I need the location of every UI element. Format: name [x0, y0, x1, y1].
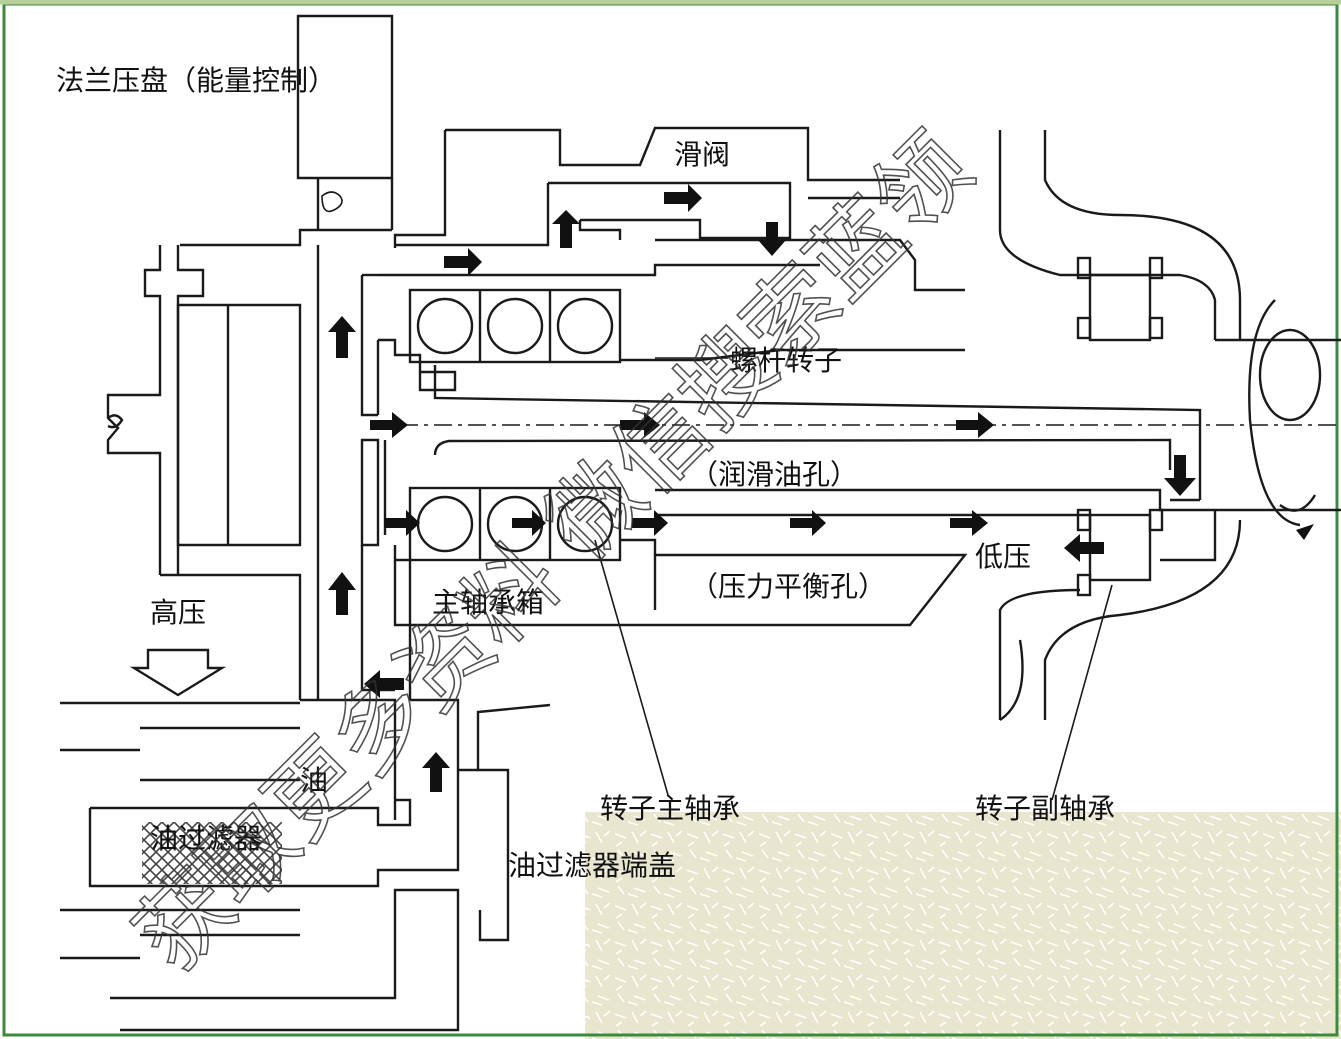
label-low-pressure: 低压: [975, 540, 1031, 573]
label-oil: 油: [300, 764, 328, 797]
leader-lines: [594, 357, 1113, 801]
oil-sump: [60, 648, 551, 1032]
label-high-pressure: 高压: [150, 596, 206, 629]
left-end-housing: [106, 245, 302, 700]
rotor-end-cylinder: [999, 299, 1322, 721]
label-lube-hole: （润滑油孔）: [690, 458, 858, 491]
label-bearing-box: 主轴承箱: [432, 586, 544, 619]
label-rotor-aux-bearing: 转子副轴承: [975, 792, 1115, 825]
slide-valve-housing: [393, 126, 965, 292]
label-balance-hole: （压力平衡孔）: [690, 570, 886, 603]
bearing-box: [393, 538, 968, 627]
label-slide-valve: 滑阀: [674, 138, 730, 171]
label-rotor-main-bearing: 转子主轴承: [600, 792, 740, 825]
flange-plate: [180, 14, 394, 247]
flow-arrows: [328, 184, 1196, 792]
labels: 法兰压盘（能量控制） 滑阀 螺杆转子 （润滑油孔） 低压 主轴承箱 （压力平衡孔…: [56, 64, 1115, 882]
label-filter-cover: 油过滤器端盖: [508, 849, 676, 882]
label-screw-rotor: 螺杆转子: [730, 344, 842, 377]
label-oil-filter: 油过滤器: [150, 822, 262, 855]
rotor-shaft: [400, 338, 1341, 517]
texture-panel: [585, 812, 1341, 1039]
main-bearings-top: [408, 288, 622, 364]
right-end-housing: [998, 130, 1242, 720]
label-flange: 法兰压盘（能量控制）: [56, 64, 336, 97]
